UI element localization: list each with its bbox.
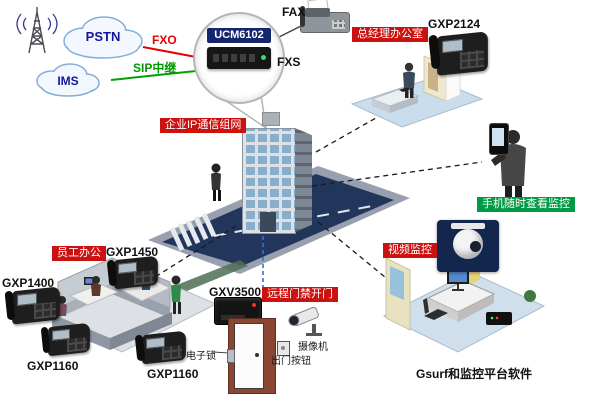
gxp2124-label: GXP2124 [428,17,481,31]
exit-button-label: 出门按钮 [271,356,311,367]
video-monitor-label: 视频监控 [383,243,437,258]
phone-body [437,30,488,76]
crosswalk [169,212,217,252]
gxp1160-phone-icon-left [40,322,90,357]
pstn-cloud [63,16,143,59]
fax-top [304,7,330,18]
ucm-device-label: UCM6102 [207,28,271,43]
pedestrian [211,163,221,201]
gxp1400-phone-icon [4,286,60,326]
ims-cloud [36,63,100,97]
dome-lens [470,241,481,252]
gxp1160-label-left: GXP1160 [27,359,79,373]
camera-label: 摄像机 [298,342,328,353]
connection-lines [143,109,483,297]
fxs-label: FXS [277,55,301,69]
exit-button-icon [277,341,290,356]
mobile-monitor-label: 手机随时查看监控 [477,197,575,212]
enterprise-network-label: 企业IP通信组网 [160,118,247,133]
smartphone-screen [492,128,504,146]
antenna-tower-icon [16,7,58,54]
bullet-camera-icon [288,306,322,336]
staff-office-label: 员工办公 [52,246,106,261]
electronic-lock-label: 电子锁 [186,351,216,362]
fxo-label: FXO [152,33,177,47]
dome-mount [451,223,485,229]
door-knob [255,353,259,357]
fax-keypad [331,19,346,30]
gsurf-platform-label: Gsurf和监控平台软件 [416,367,533,381]
door-panel [234,323,264,389]
electronic-lock-icon [227,349,235,363]
pstn-label: PSTN [85,29,121,44]
phone-body [12,286,60,326]
door-icon [227,318,276,394]
phone-body [114,255,158,291]
ucm-callout-circle: UCM6102 [193,12,285,104]
ucm-led [261,55,266,60]
exit-button-dot [281,346,285,350]
ims-label: IMS [57,74,79,88]
gxv3500-label: GXV3500 [209,285,262,299]
sip-trunk-label: SIP中继 [133,61,177,75]
building-entrance [260,212,276,232]
phone-body [47,322,90,357]
fax-handset [300,6,305,27]
building-rooftop [262,112,280,126]
ucm6102-device-icon [207,47,271,69]
remote-door-label: 远程门禁开门 [262,287,338,302]
fax-machine-icon [300,0,350,33]
phone-body [142,330,186,366]
gxp1450-label: GXP1450 [106,245,159,259]
dome-camera-icon [437,220,499,272]
smartphone-icon [489,123,509,155]
ucm-ports [213,54,255,62]
gxp1160-label-right: GXP1160 [147,367,199,381]
gxp2124-phone-icon [428,30,488,76]
gxp1160-phone-icon-right [134,330,186,366]
gxp1450-phone-icon [106,255,158,291]
fax-label: FAX [282,5,306,19]
manager-office-label: 总经理办公室 [352,27,428,42]
building-side [295,128,312,232]
gxv-slot [221,315,245,320]
gxv-led [252,303,256,307]
gxp1400-label: GXP1400 [2,276,55,290]
